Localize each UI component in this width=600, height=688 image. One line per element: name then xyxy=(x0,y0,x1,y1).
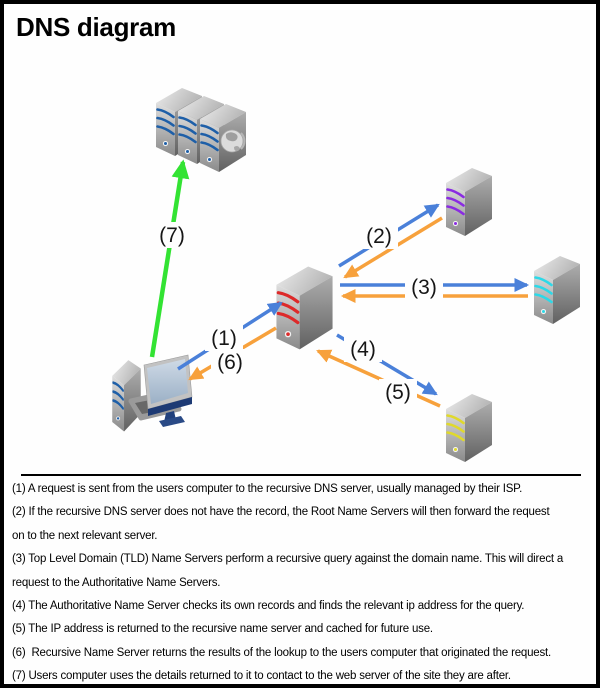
note-line: (1) A request is sent from the users com… xyxy=(12,483,523,495)
web-server-tower-icon xyxy=(200,104,246,172)
svg-text:(5): (5) xyxy=(385,381,411,404)
label-step5: (5) xyxy=(379,379,417,405)
recursive-dns-server-icon xyxy=(276,266,333,350)
notes-divider xyxy=(21,474,581,476)
note-line: (5) The IP address is returned to the re… xyxy=(12,623,433,636)
label-step4: (4) xyxy=(344,336,382,362)
note-line: request to the Authoritative Name Server… xyxy=(12,576,221,589)
web-server-tower-icon xyxy=(178,96,224,164)
led-indicator xyxy=(286,332,290,336)
label-step7: (7) xyxy=(153,222,191,248)
svg-text:(1): (1) xyxy=(211,327,237,350)
svg-text:(4): (4) xyxy=(350,338,376,361)
arrow-step7-web-request xyxy=(149,159,190,358)
led-indicator xyxy=(454,222,457,225)
pc-tower-icon xyxy=(111,360,141,432)
globe-icon xyxy=(220,129,246,153)
arrow-step5-return xyxy=(316,349,441,408)
led-indicator xyxy=(208,158,211,161)
arrows xyxy=(149,159,530,408)
svg-text:(2): (2) xyxy=(366,225,392,248)
root-name-server-icon xyxy=(446,168,492,236)
led-indicator xyxy=(454,448,457,451)
note-line: (3) Top Level Domain (TLD) Name Servers … xyxy=(12,553,564,566)
note-line: (4) The Authoritative Name Server checks… xyxy=(12,599,525,612)
led-indicator xyxy=(116,417,120,420)
led-indicator xyxy=(164,142,167,145)
authoritative-name-server-icon xyxy=(446,394,492,462)
notes-section: (1) A request is sent from the users com… xyxy=(12,478,592,684)
dns-diagram-canvas: (1) (6) (2) (3) (4) (5) (7) xyxy=(111,88,580,462)
note-line: on to the next relevant server. xyxy=(12,529,158,542)
label-step3: (3) xyxy=(405,274,443,300)
web-server-tower-icon xyxy=(156,88,202,156)
web-server-cluster-icon xyxy=(156,88,246,172)
svg-text:(3): (3) xyxy=(411,276,437,299)
svg-text:(7): (7) xyxy=(159,224,185,247)
label-step1: (1) xyxy=(205,325,243,351)
label-step2: (2) xyxy=(360,223,398,249)
led-indicator xyxy=(186,150,189,153)
svg-text:(6): (6) xyxy=(217,351,243,374)
note-line: (6) Recursive Name Server returns the re… xyxy=(12,646,552,659)
label-step6: (6) xyxy=(211,349,249,375)
page-title: DNS diagram xyxy=(16,12,176,42)
note-line: (2) If the recursive DNS server does not… xyxy=(12,506,550,519)
note-line: (7) Users computer uses the details retu… xyxy=(12,670,511,683)
led-indicator xyxy=(542,310,545,313)
tld-name-server-icon xyxy=(534,256,580,324)
